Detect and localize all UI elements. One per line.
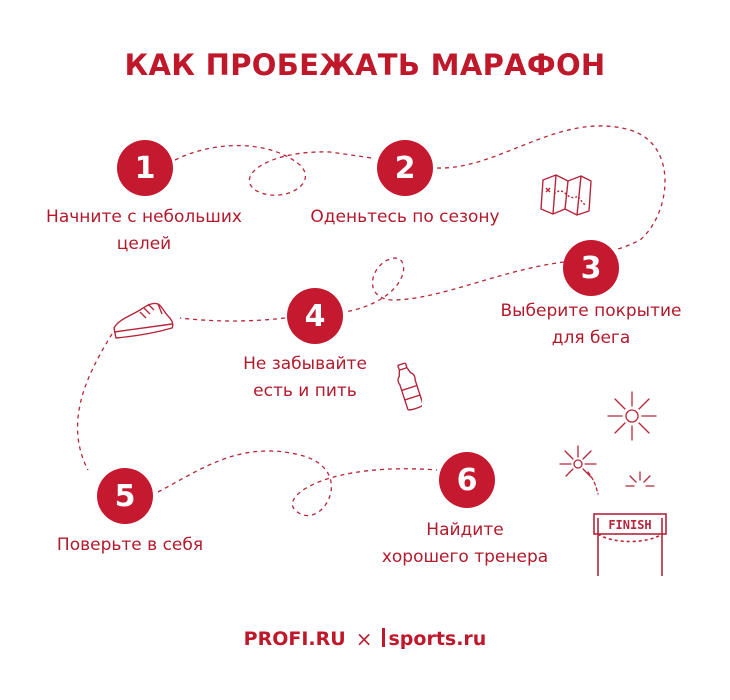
step-1-badge: 1 [117,140,173,196]
step-1-label: Начните с небольших целей [24,204,264,258]
step-3-badge: 3 [563,240,619,296]
finish-sign-text: FINISH [608,518,651,532]
step-5-badge: 5 [97,468,153,524]
sneaker-icon [113,302,174,339]
profi-logo: PROFI.RU [243,628,346,650]
page-title: КАК ПРОБЕЖАТЬ МАРАФОН [124,48,606,82]
step-1-line-2: целей [116,234,172,254]
step-6-badge: 6 [439,452,495,508]
sports-logo-text: sports.ru [388,628,487,650]
sports-logo-mark [382,628,386,647]
step-4-badge: 4 [287,288,343,344]
step-6-label: Найдите хорошего тренера [360,517,570,571]
step-4-label: Не забывайте есть и пить [225,351,385,405]
step-1-line-1: Начните с небольших [46,207,242,227]
step-2-label: Оденьтесь по сезону [290,204,520,231]
finish-gate-icon: FINISH [593,513,667,576]
footer-logos: PROFI.RU × sports.ru [0,627,730,651]
step-6-line-1: Найдите [426,520,504,540]
step-3-label: Выберите покрытие для бега [480,298,702,352]
step-4-line-1: Не забывайте [243,354,367,374]
step-3-line-1: Выберите покрытие [500,301,682,321]
step-5-label: Поверьте в себя [30,532,230,559]
step-6-line-2: хорошего тренера [381,547,549,567]
step-2-badge: 2 [377,140,433,196]
step-2-line-1: Оденьтесь по сезону [310,207,500,227]
step-3-line-2: для бега [551,328,631,348]
sports-logo: sports.ru [382,628,486,650]
water-bottle-icon [397,362,422,411]
step-4-line-2: есть и пить [253,381,357,401]
map-icon [540,174,592,216]
fireworks-icon [559,391,657,495]
cross-separator: × [355,627,373,651]
step-5-line-1: Поверьте в себя [56,535,204,555]
